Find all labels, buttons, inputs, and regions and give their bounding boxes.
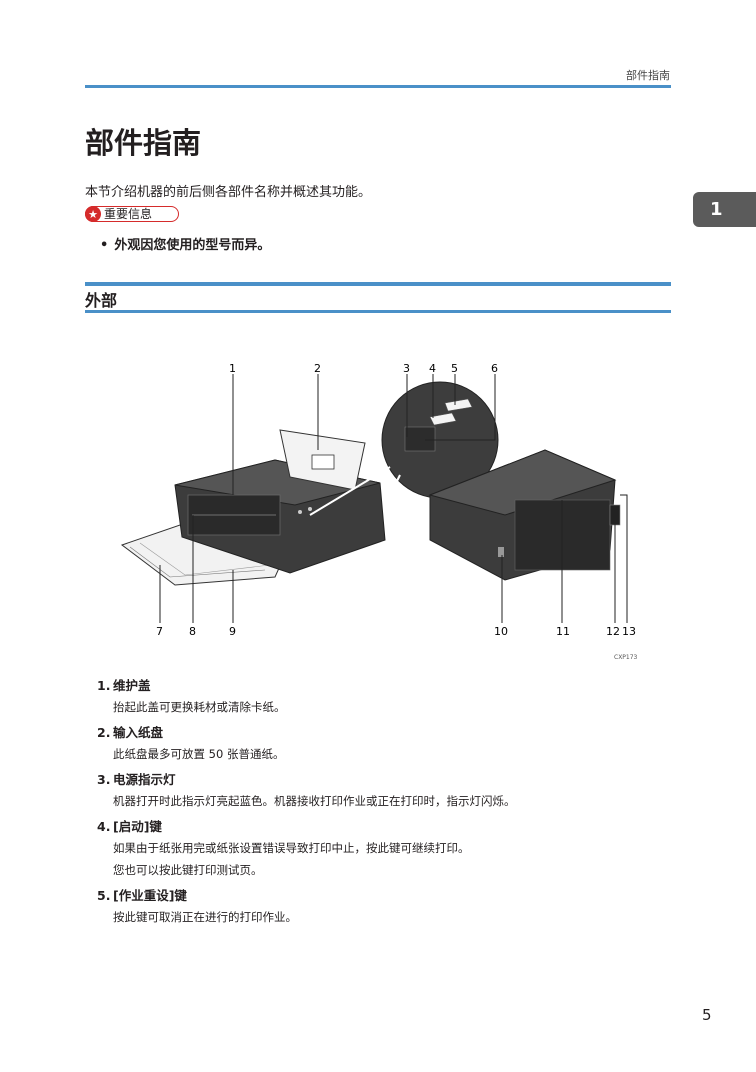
part-heading: 5.[作业重设]键 xyxy=(97,886,677,906)
figure-code: CXP173 xyxy=(614,654,638,661)
callout-11: 11 xyxy=(556,625,570,638)
callout-3: 3 xyxy=(403,362,410,375)
part-description: 您也可以按此键打印测试页。 xyxy=(113,863,263,877)
part-description: 按此键可取消正在进行的打印作业。 xyxy=(113,910,297,924)
callout-13: 13 xyxy=(622,625,636,638)
page-number: 5 xyxy=(702,1006,712,1024)
part-name: [作业重设]键 xyxy=(113,888,187,903)
section-rule-bottom xyxy=(85,310,671,313)
callout-8: 8 xyxy=(189,625,196,638)
part-description: 如果由于纸张用完或纸张设置错误导致打印中止，按此键可继续打印。 xyxy=(113,841,470,855)
chapter-tab[interactable]: 1 xyxy=(693,192,756,227)
callout-7: 7 xyxy=(156,625,163,638)
part-heading: 1.维护盖 xyxy=(97,676,677,696)
important-badge: ★ 重要信息 xyxy=(85,206,179,222)
part-name: 维护盖 xyxy=(113,678,151,693)
header-rule xyxy=(85,85,671,88)
part-heading: 3.电源指示灯 xyxy=(97,770,677,790)
callout-5: 5 xyxy=(451,362,458,375)
part-description: 机器打开时此指示灯亮起蓝色。机器接收打印作业或正在打印时，指示灯闪烁。 xyxy=(113,794,516,808)
part-description: 抬起此盖可更换耗材或清除卡纸。 xyxy=(113,700,286,714)
part-number: 3. xyxy=(97,772,111,787)
part-item: 1.维护盖 抬起此盖可更换耗材或清除卡纸。 xyxy=(97,676,677,718)
part-number: 2. xyxy=(97,725,111,740)
star-icon: ★ xyxy=(85,206,101,222)
callout-12: 12 xyxy=(606,625,620,638)
part-description: 此纸盘最多可放置 50 张普通纸。 xyxy=(113,747,285,761)
part-item: 5.[作业重设]键 按此键可取消正在进行的打印作业。 xyxy=(97,886,677,928)
section-title: 外部 xyxy=(85,291,118,310)
part-item: 4.[启动]键 如果由于纸张用完或纸张设置错误导致打印中止，按此键可继续打印。 … xyxy=(97,817,677,881)
part-name: [启动]键 xyxy=(113,819,162,834)
part-item: 3.电源指示灯 机器打开时此指示灯亮起蓝色。机器接收打印作业或正在打印时，指示灯… xyxy=(97,770,677,812)
callouts: 1 2 3 4 5 6 7 8 9 10 11 12 13 CXP173 xyxy=(156,362,638,661)
control-panel-zoom xyxy=(309,381,499,516)
parts-list: 1.维护盖 抬起此盖可更换耗材或清除卡纸。 2.输入纸盘 此纸盘最多可放置 50… xyxy=(97,676,677,933)
callout-9: 9 xyxy=(229,625,236,638)
part-number: 1. xyxy=(97,678,111,693)
note-item: • 外观因您使用的型号而异。 xyxy=(100,234,270,253)
page-title: 部件指南 xyxy=(85,126,202,160)
bullet-icon: • xyxy=(100,238,109,253)
part-number: 5. xyxy=(97,888,111,903)
important-label: 重要信息 xyxy=(104,207,153,221)
part-item: 2.输入纸盘 此纸盘最多可放置 50 张普通纸。 xyxy=(97,723,677,765)
part-name: 输入纸盘 xyxy=(113,725,164,740)
callout-10: 10 xyxy=(494,625,508,638)
part-name: 电源指示灯 xyxy=(113,772,176,787)
chapter-number: 1 xyxy=(710,199,723,220)
callout-6: 6 xyxy=(491,362,498,375)
callout-1: 1 xyxy=(229,362,236,375)
running-header: 部件指南 xyxy=(626,69,670,82)
part-heading: 2.输入纸盘 xyxy=(97,723,677,743)
intro-text: 本节介绍机器的前后侧各部件名称并概述其功能。 xyxy=(85,185,372,200)
leader-lines xyxy=(159,374,628,623)
printer-front-view xyxy=(120,429,386,586)
part-heading: 4.[启动]键 xyxy=(97,817,677,837)
printer-rear-view xyxy=(428,449,621,581)
callout-2: 2 xyxy=(314,362,321,375)
callout-4: 4 xyxy=(429,362,436,375)
part-number: 4. xyxy=(97,819,111,834)
note-text: 外观因您使用的型号而异。 xyxy=(114,238,271,253)
printer-illustration: 1 2 3 4 5 6 7 8 9 10 11 12 13 CXP173 xyxy=(120,362,638,661)
section-rule-top xyxy=(85,282,671,286)
